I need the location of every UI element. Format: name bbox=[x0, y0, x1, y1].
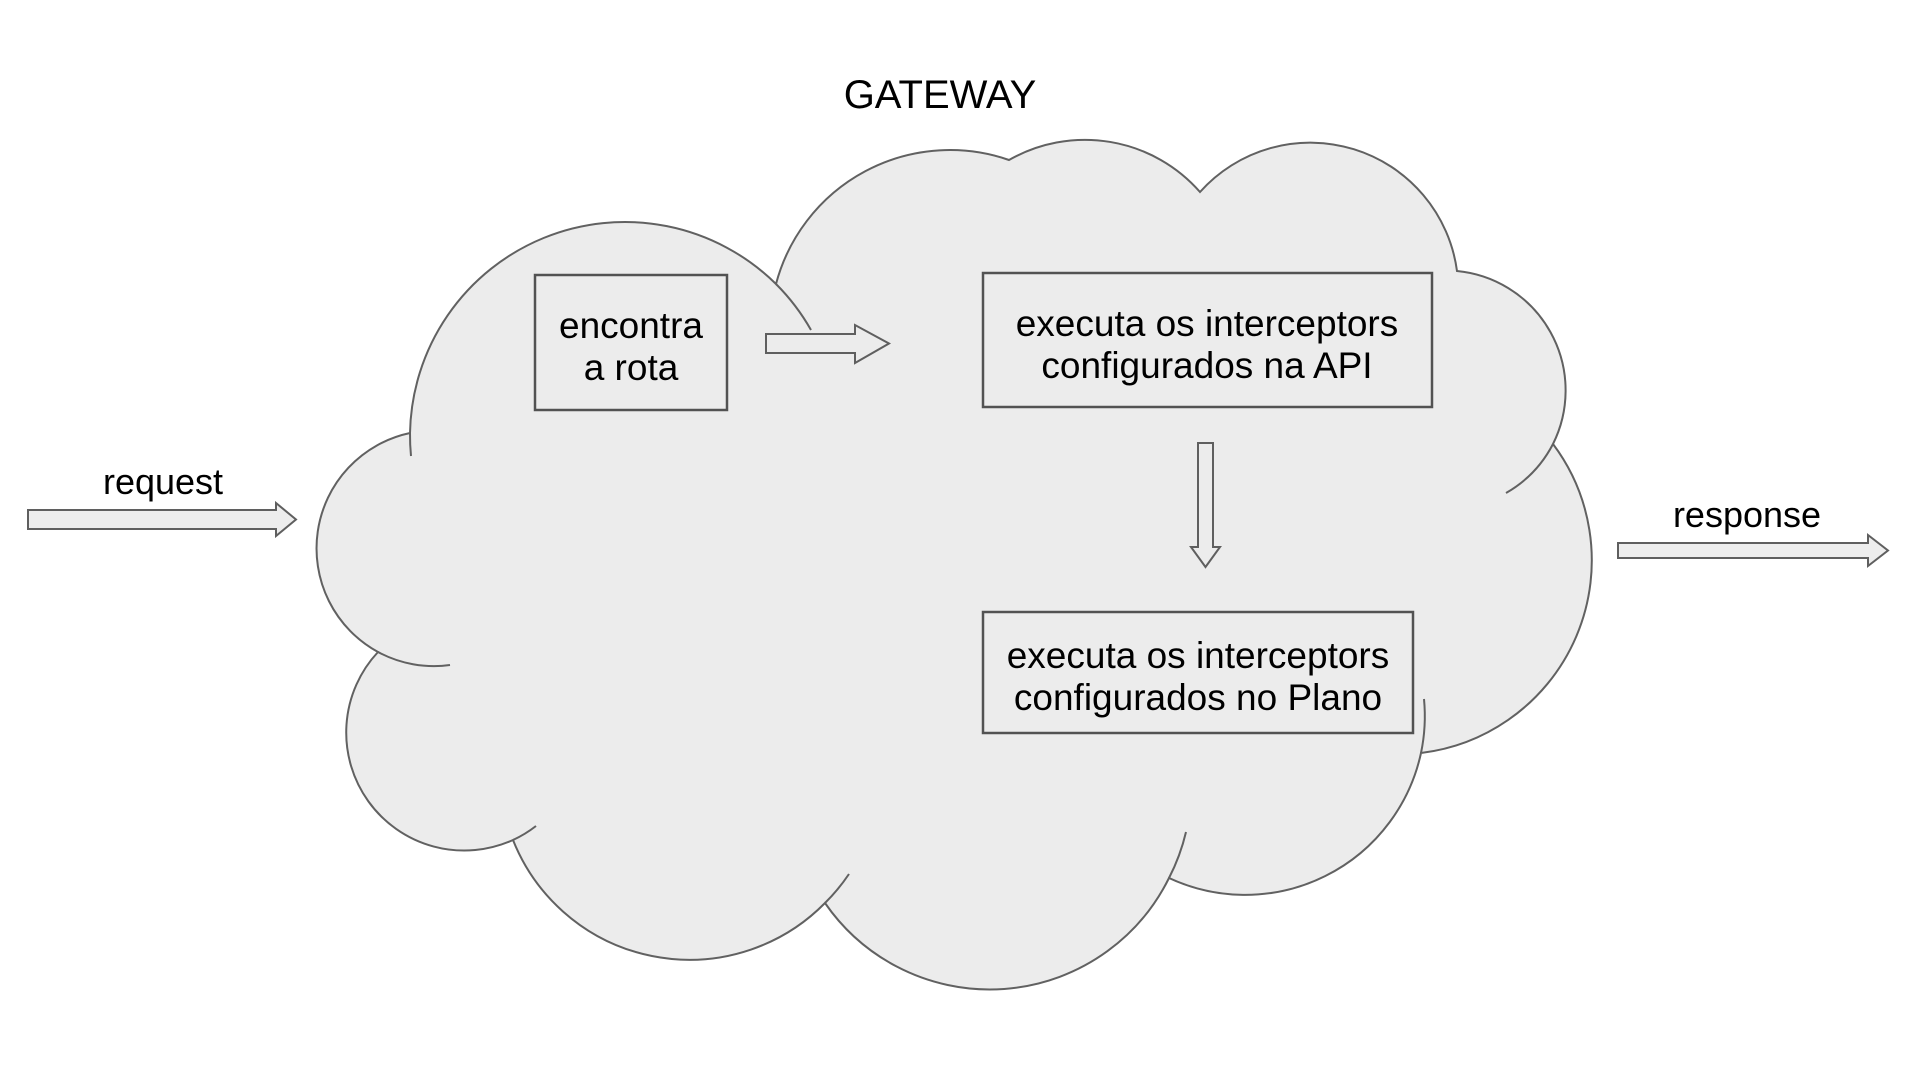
request-arrow bbox=[27, 500, 298, 539]
api-interceptors-line2: configurados na API bbox=[1041, 345, 1372, 386]
diagram-title: GATEWAY bbox=[844, 73, 1037, 117]
api-interceptors-box-frame bbox=[981, 271, 1434, 409]
response-flow: response bbox=[1617, 494, 1890, 569]
plan-interceptors-line1: executa os interceptors bbox=[1007, 635, 1390, 676]
request-flow: request bbox=[27, 461, 298, 539]
find-route-line1: encontra bbox=[559, 305, 703, 346]
find-route-box: encontra a rota bbox=[533, 273, 729, 412]
cloud-seam-arcs bbox=[377, 283, 1554, 904]
plan-interceptors-line2: configurados no Plano bbox=[1014, 677, 1382, 718]
gateway-cloud bbox=[315, 138, 1593, 991]
response-label: response bbox=[1673, 494, 1821, 535]
route-to-api-arrow bbox=[765, 323, 892, 365]
plan-interceptors-box-frame bbox=[981, 610, 1415, 735]
response-arrow bbox=[1617, 532, 1890, 569]
request-label: request bbox=[103, 461, 223, 502]
api-interceptors-line1: executa os interceptors bbox=[1016, 303, 1399, 344]
find-route-box-frame bbox=[533, 273, 729, 412]
find-route-line2: a rota bbox=[584, 347, 679, 388]
api-to-plan-arrow bbox=[1189, 442, 1222, 569]
api-interceptors-box: executa os interceptors configurados na … bbox=[981, 271, 1434, 409]
plan-interceptors-box: executa os interceptors configurados no … bbox=[981, 610, 1415, 735]
